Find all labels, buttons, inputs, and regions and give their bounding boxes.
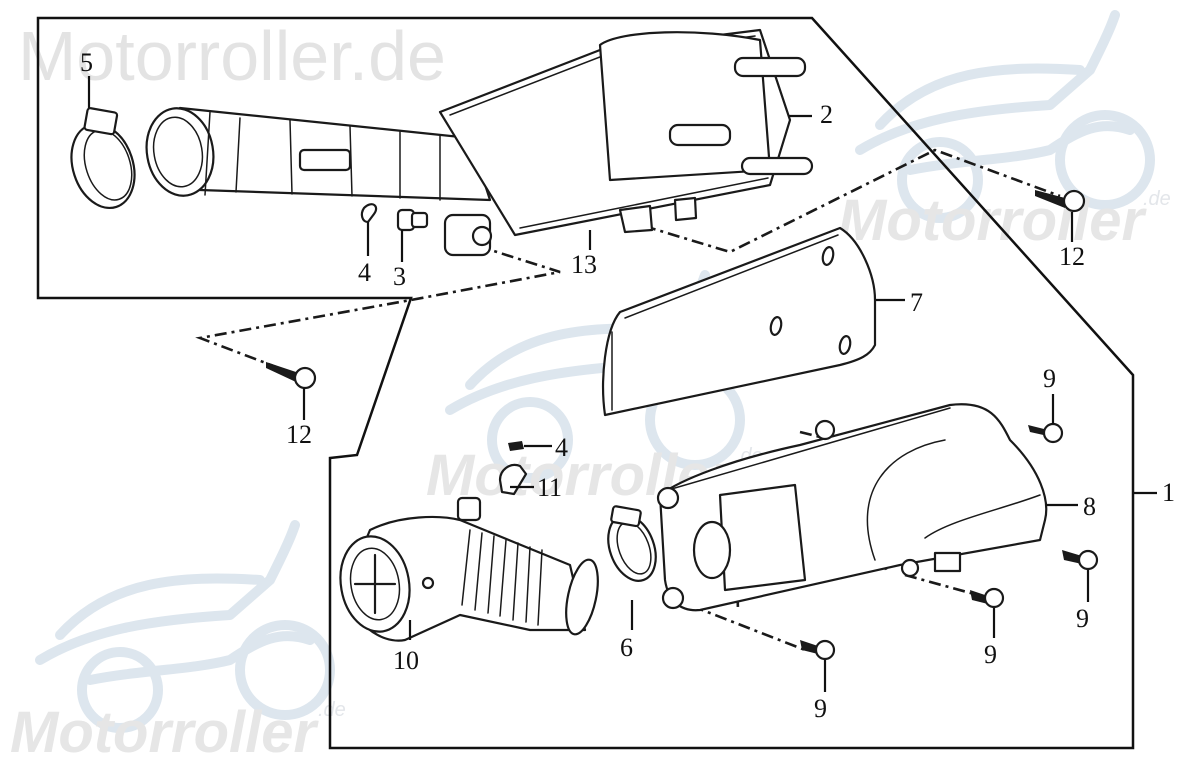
callout-1: 1 [1162,478,1175,507]
callout-5: 5 [80,48,93,77]
filter-housing-cover-part [438,28,814,237]
callout-12-right: 12 [1059,242,1085,271]
watermark-de-bottom: .de [318,699,346,721]
callout-2: 2 [820,100,833,129]
callout-7: 7 [910,288,923,317]
hose-clamp-upper-part [70,107,136,210]
leader-lines [87,76,1157,692]
filter-housing-part [656,403,1048,612]
hose-clip-upper-part [360,203,378,224]
scooter-watermark-icon-bottom [35,520,335,733]
intake-tube-part [145,106,493,257]
callout-3: 3 [393,262,406,291]
bolt-right-part [1035,189,1086,213]
callout-9-bottom-center: 9 [984,640,997,669]
callout-13: 13 [571,250,597,279]
watermark-de-right: .de [1143,188,1171,210]
callout-9-right: 9 [1076,604,1089,633]
filter-element-part [602,226,877,417]
callout-4-upper: 4 [358,258,371,287]
callout-4-lower: 4 [555,433,568,462]
callout-10: 10 [393,646,419,675]
bellows-ribs [461,529,543,626]
screw-right-part [1062,549,1099,571]
plug-part [396,208,429,232]
hose-clip-lower-part [508,441,524,451]
callout-6: 6 [620,633,633,662]
callout-12-left: 12 [286,420,312,449]
callout-11: 11 [537,473,563,502]
assembly-outline [36,16,1135,750]
callout-8: 8 [1083,492,1096,521]
watermark-logo-bottom: Motorroller [10,700,320,765]
callout-9-upper-right: 9 [1043,364,1056,393]
screw-upper-right-part [1028,422,1064,444]
callout-9-bottom: 9 [814,694,827,723]
screw-bottom-center-part [970,587,1005,609]
scooter-watermark-icon [855,10,1155,223]
screw-bottom-part [800,639,836,661]
hose-clamp-lower-part [607,505,657,582]
bolt-left-part [266,362,317,390]
intake-duct-part [339,496,599,642]
